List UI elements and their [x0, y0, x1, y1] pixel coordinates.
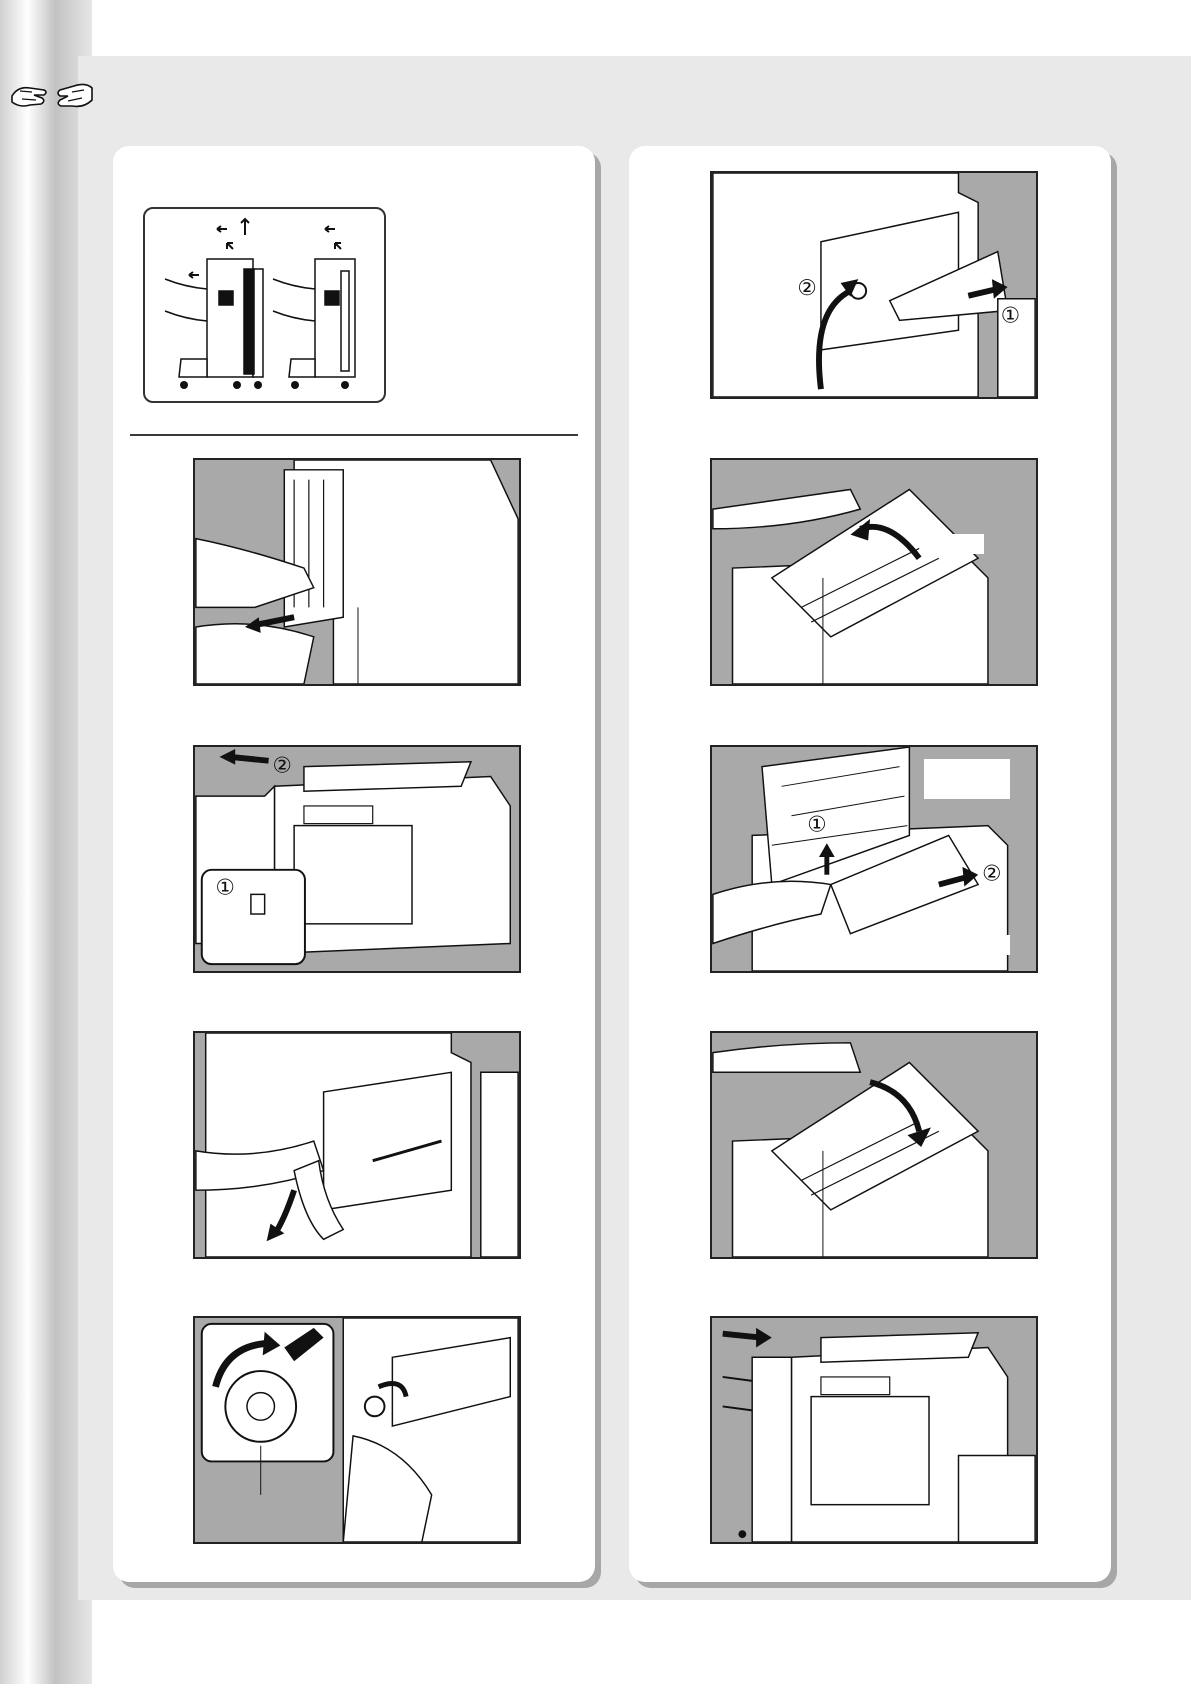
section-divider	[130, 434, 578, 436]
finisher-overview-diagram	[143, 207, 386, 403]
step-1-marker: ①	[216, 875, 235, 900]
label-box	[922, 935, 1010, 955]
figure-close-top-cover	[710, 1031, 1038, 1259]
step-2-marker: ②	[982, 862, 1001, 887]
label-box	[928, 534, 984, 554]
step-1-marker: ①	[1001, 303, 1020, 328]
figure-pull-tray-and-rotate: ① ②	[710, 171, 1038, 399]
label-box	[924, 759, 1010, 799]
figure-open-door	[193, 1031, 521, 1259]
hands-icon	[8, 78, 96, 114]
figure-release-lever: ② ①	[193, 745, 521, 973]
figure-turn-knob	[193, 1316, 521, 1544]
figure-open-top-cover	[710, 458, 1038, 686]
step-1-marker: ①	[807, 812, 826, 837]
figure-pull-out-paper	[193, 458, 521, 686]
label-box	[907, 373, 967, 387]
step-2-marker: ②	[273, 754, 292, 779]
figure-remove-jammed-paper: ① ②	[710, 745, 1038, 973]
figure-close-finisher	[710, 1316, 1038, 1544]
step-2-marker: ②	[797, 276, 816, 301]
